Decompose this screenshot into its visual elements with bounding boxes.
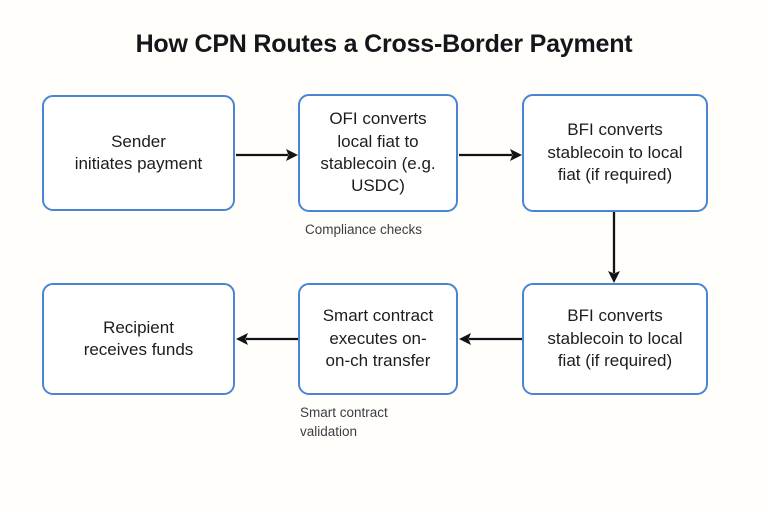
arrow-ofi-to-bfi-top-icon (459, 149, 522, 161)
flow-node-label: Sender initiates payment (74, 131, 203, 173)
flow-node-sender[interactable]: Sender initiates payment (42, 95, 235, 211)
flow-node-bfi-top[interactable]: BFI converts stablecoin to local fiat (i… (522, 94, 708, 212)
flow-node-label: BFI converts stablecoin to local fiat (i… (547, 306, 683, 371)
flow-node-label: Recipient receives funds (83, 317, 194, 359)
caption-smart-contract-validation: Smart contract validation (300, 405, 388, 439)
flow-node-label: BFI converts stablecoin to local fiat (i… (547, 120, 683, 185)
flow-node-bfi-bottom[interactable]: BFI converts stablecoin to local fiat (i… (522, 283, 708, 395)
arrow-smart-contract-to-recipient-icon (236, 333, 298, 345)
flow-node-recipient[interactable]: Recipient receives funds (42, 283, 235, 395)
arrow-bfi-bottom-to-smart-contract-icon (459, 333, 522, 345)
arrow-sender-to-ofi-icon (236, 149, 298, 161)
flow-node-ofi[interactable]: OFI converts local fiat to stablecoin (e… (298, 94, 458, 212)
flow-node-label: OFI converts local fiat to stablecoin (e… (320, 109, 436, 196)
arrow-bfi-top-to-bfi-bottom-icon (608, 212, 620, 283)
flow-node-smart-contract[interactable]: Smart contract executes on- on-ch transf… (298, 283, 458, 395)
page-title: How CPN Routes a Cross-Border Payment (135, 30, 633, 58)
flow-node-label: Smart contract executes on- on-ch transf… (322, 306, 434, 371)
caption-compliance-checks: Compliance checks (305, 222, 423, 237)
